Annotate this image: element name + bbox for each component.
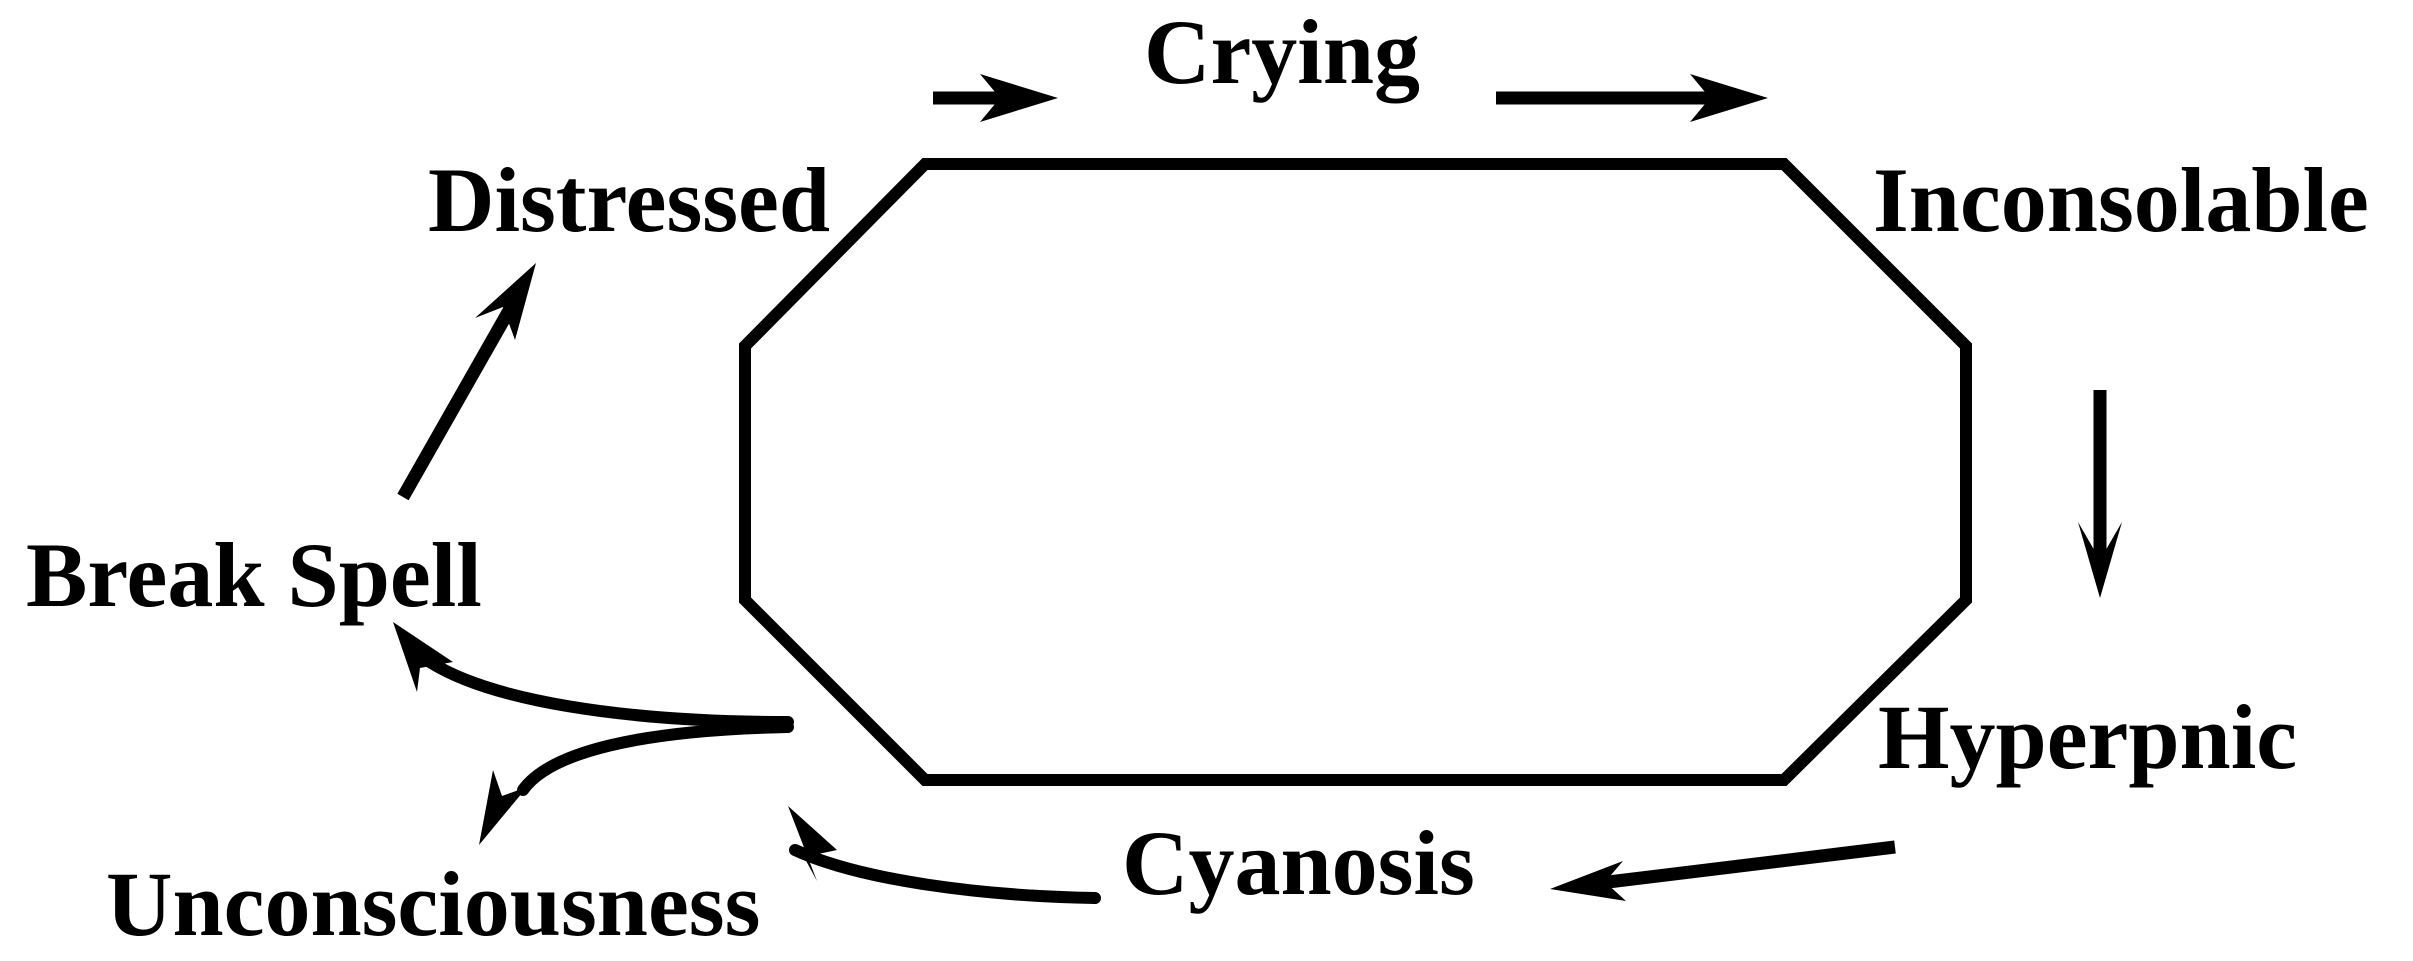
node-hyperpnic: Hyperpnic: [1878, 686, 2297, 788]
arrow-inconsolable-to-hyperpnic: [2078, 390, 2122, 598]
arrow-break-spell-to-distressed: [397, 263, 536, 501]
node-distressed: Distressed: [428, 149, 830, 251]
arrow-hyperpnic-to-cyanosis: [1550, 840, 1896, 901]
arrow-crying-to-inconsolable: [1496, 74, 1768, 122]
node-cyanosis: Cyanosis: [1122, 812, 1475, 914]
node-break-spell: Break Spell: [26, 524, 482, 626]
arrow-to-unconsciousness: [479, 721, 794, 845]
arrow-cyanosis-to-unconsciousness: [788, 806, 1101, 904]
center-octagon: [739, 158, 1972, 786]
node-inconsolable: Inconsolable: [1873, 149, 2369, 251]
arrow-distressed-to-crying: [933, 74, 1058, 122]
node-unconsciousness: Unconsciousness: [106, 853, 760, 955]
arrow-to-break-spell: [393, 622, 794, 728]
node-crying: Crying: [1144, 1, 1420, 103]
